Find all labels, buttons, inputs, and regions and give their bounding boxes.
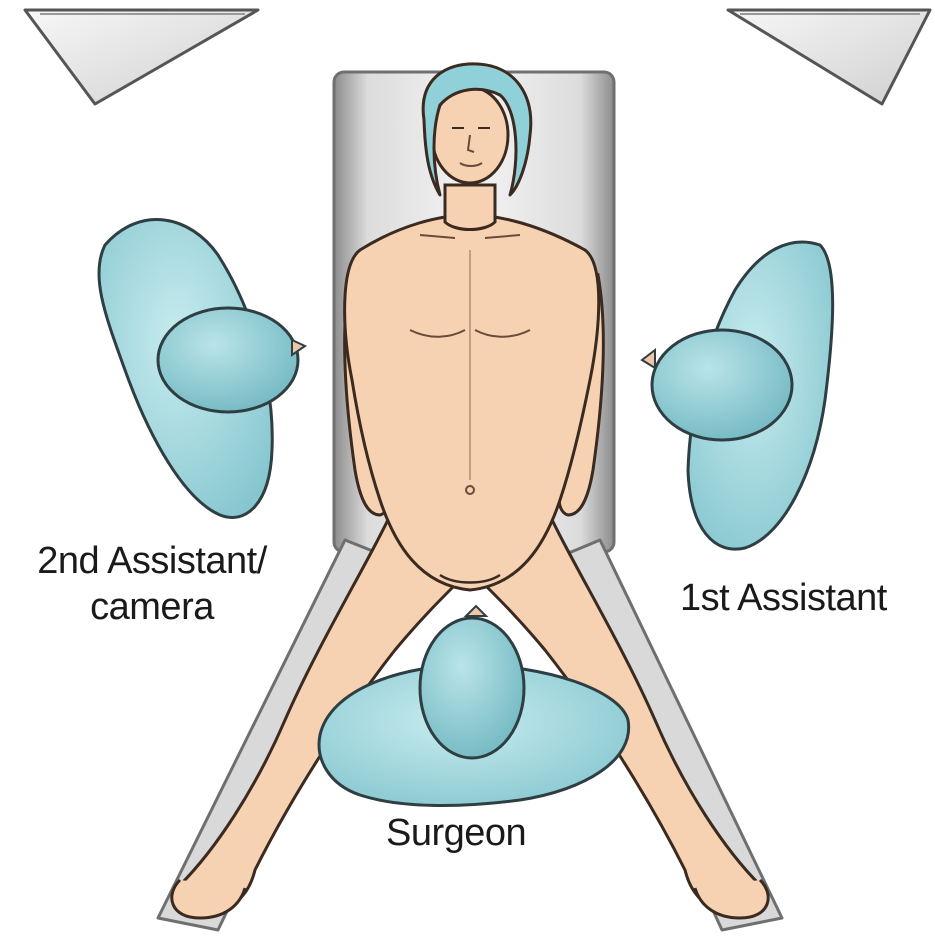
left-monitor: [25, 10, 258, 104]
right-monitor: [728, 10, 930, 104]
second-assistant-label-line1: 2nd Assistant/: [14, 538, 290, 584]
first-assistant-label: 1st Assistant: [680, 575, 887, 621]
second-assistant-label: 2nd Assistant/ camera: [14, 538, 290, 630]
second-assistant-label-line2: camera: [14, 584, 290, 630]
surgeon-label: Surgeon: [386, 810, 526, 856]
first-assistant-figure: [642, 242, 833, 549]
second-assistant-figure: [99, 220, 305, 518]
